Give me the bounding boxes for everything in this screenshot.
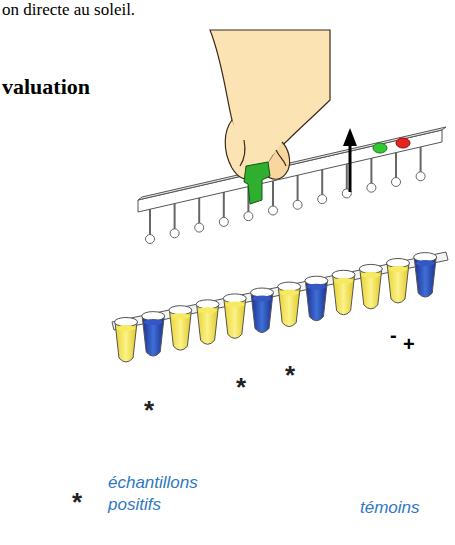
pin-tip (318, 195, 327, 204)
cut-text: on directe au soleil. (2, 0, 135, 20)
negative-well (197, 304, 219, 344)
well-liquid (253, 296, 272, 302)
pin-tip (416, 172, 425, 181)
pin-tip (146, 235, 155, 244)
well-liquid (334, 278, 353, 284)
asterisk-mark: * (72, 488, 82, 518)
comb-pin (272, 180, 274, 208)
comb-pin (370, 157, 372, 185)
comb-pin (174, 202, 176, 230)
negative-well (333, 275, 355, 315)
legend-text: échantillons positifs (108, 472, 208, 516)
well-liquid (117, 325, 136, 331)
comb-pin (321, 168, 323, 196)
positive-well (414, 257, 436, 297)
pin-tip (244, 212, 253, 221)
well-liquid (416, 260, 435, 266)
negative-well (387, 263, 409, 303)
sign-label: + (403, 333, 415, 356)
comb-strip (138, 127, 446, 244)
pin-tip (269, 206, 278, 215)
comb-pin (420, 145, 422, 173)
pin-tip (219, 217, 228, 226)
well-liquid (280, 290, 299, 296)
positive-well (142, 316, 164, 356)
well-liquid (171, 313, 190, 319)
negative-well (224, 298, 246, 338)
well-liquid (389, 266, 408, 272)
negative-well (278, 287, 300, 327)
well-strip (112, 252, 448, 362)
positive-well (305, 281, 327, 321)
well-liquid (307, 284, 326, 290)
comb-bar-top (138, 127, 446, 200)
red-dot (396, 138, 410, 148)
asterisk-mark: * (144, 396, 154, 426)
strip-plate (112, 252, 448, 330)
green-dot (373, 143, 387, 153)
well-liquid (198, 307, 217, 313)
positive-well (251, 293, 273, 333)
negative-well (169, 310, 191, 350)
well-liquid (361, 272, 380, 278)
comb-handle (244, 162, 270, 204)
hand (210, 30, 330, 179)
asterisk-mark: * (236, 373, 246, 403)
comb-bar (138, 130, 442, 212)
comb-pin (149, 208, 151, 236)
comb-pin (297, 174, 299, 202)
pin-tip (195, 223, 204, 232)
section-heading: valuation (2, 74, 90, 99)
well-liquid (225, 301, 244, 307)
comb-pin (198, 197, 200, 225)
pin-tip (392, 178, 401, 187)
lift-arrow (343, 128, 357, 192)
sign-label: - (390, 324, 397, 347)
comb-pin (223, 191, 225, 219)
comb-pin (346, 162, 348, 190)
well-liquid (144, 319, 163, 325)
negative-well (115, 322, 137, 362)
pin-tip (367, 183, 376, 192)
comb-pin (395, 151, 397, 179)
asterisk-mark: * (285, 361, 295, 391)
negative-well (360, 269, 382, 309)
pin-tip (293, 200, 302, 209)
pin-tip (170, 229, 179, 238)
control-label: témoins (360, 498, 420, 518)
